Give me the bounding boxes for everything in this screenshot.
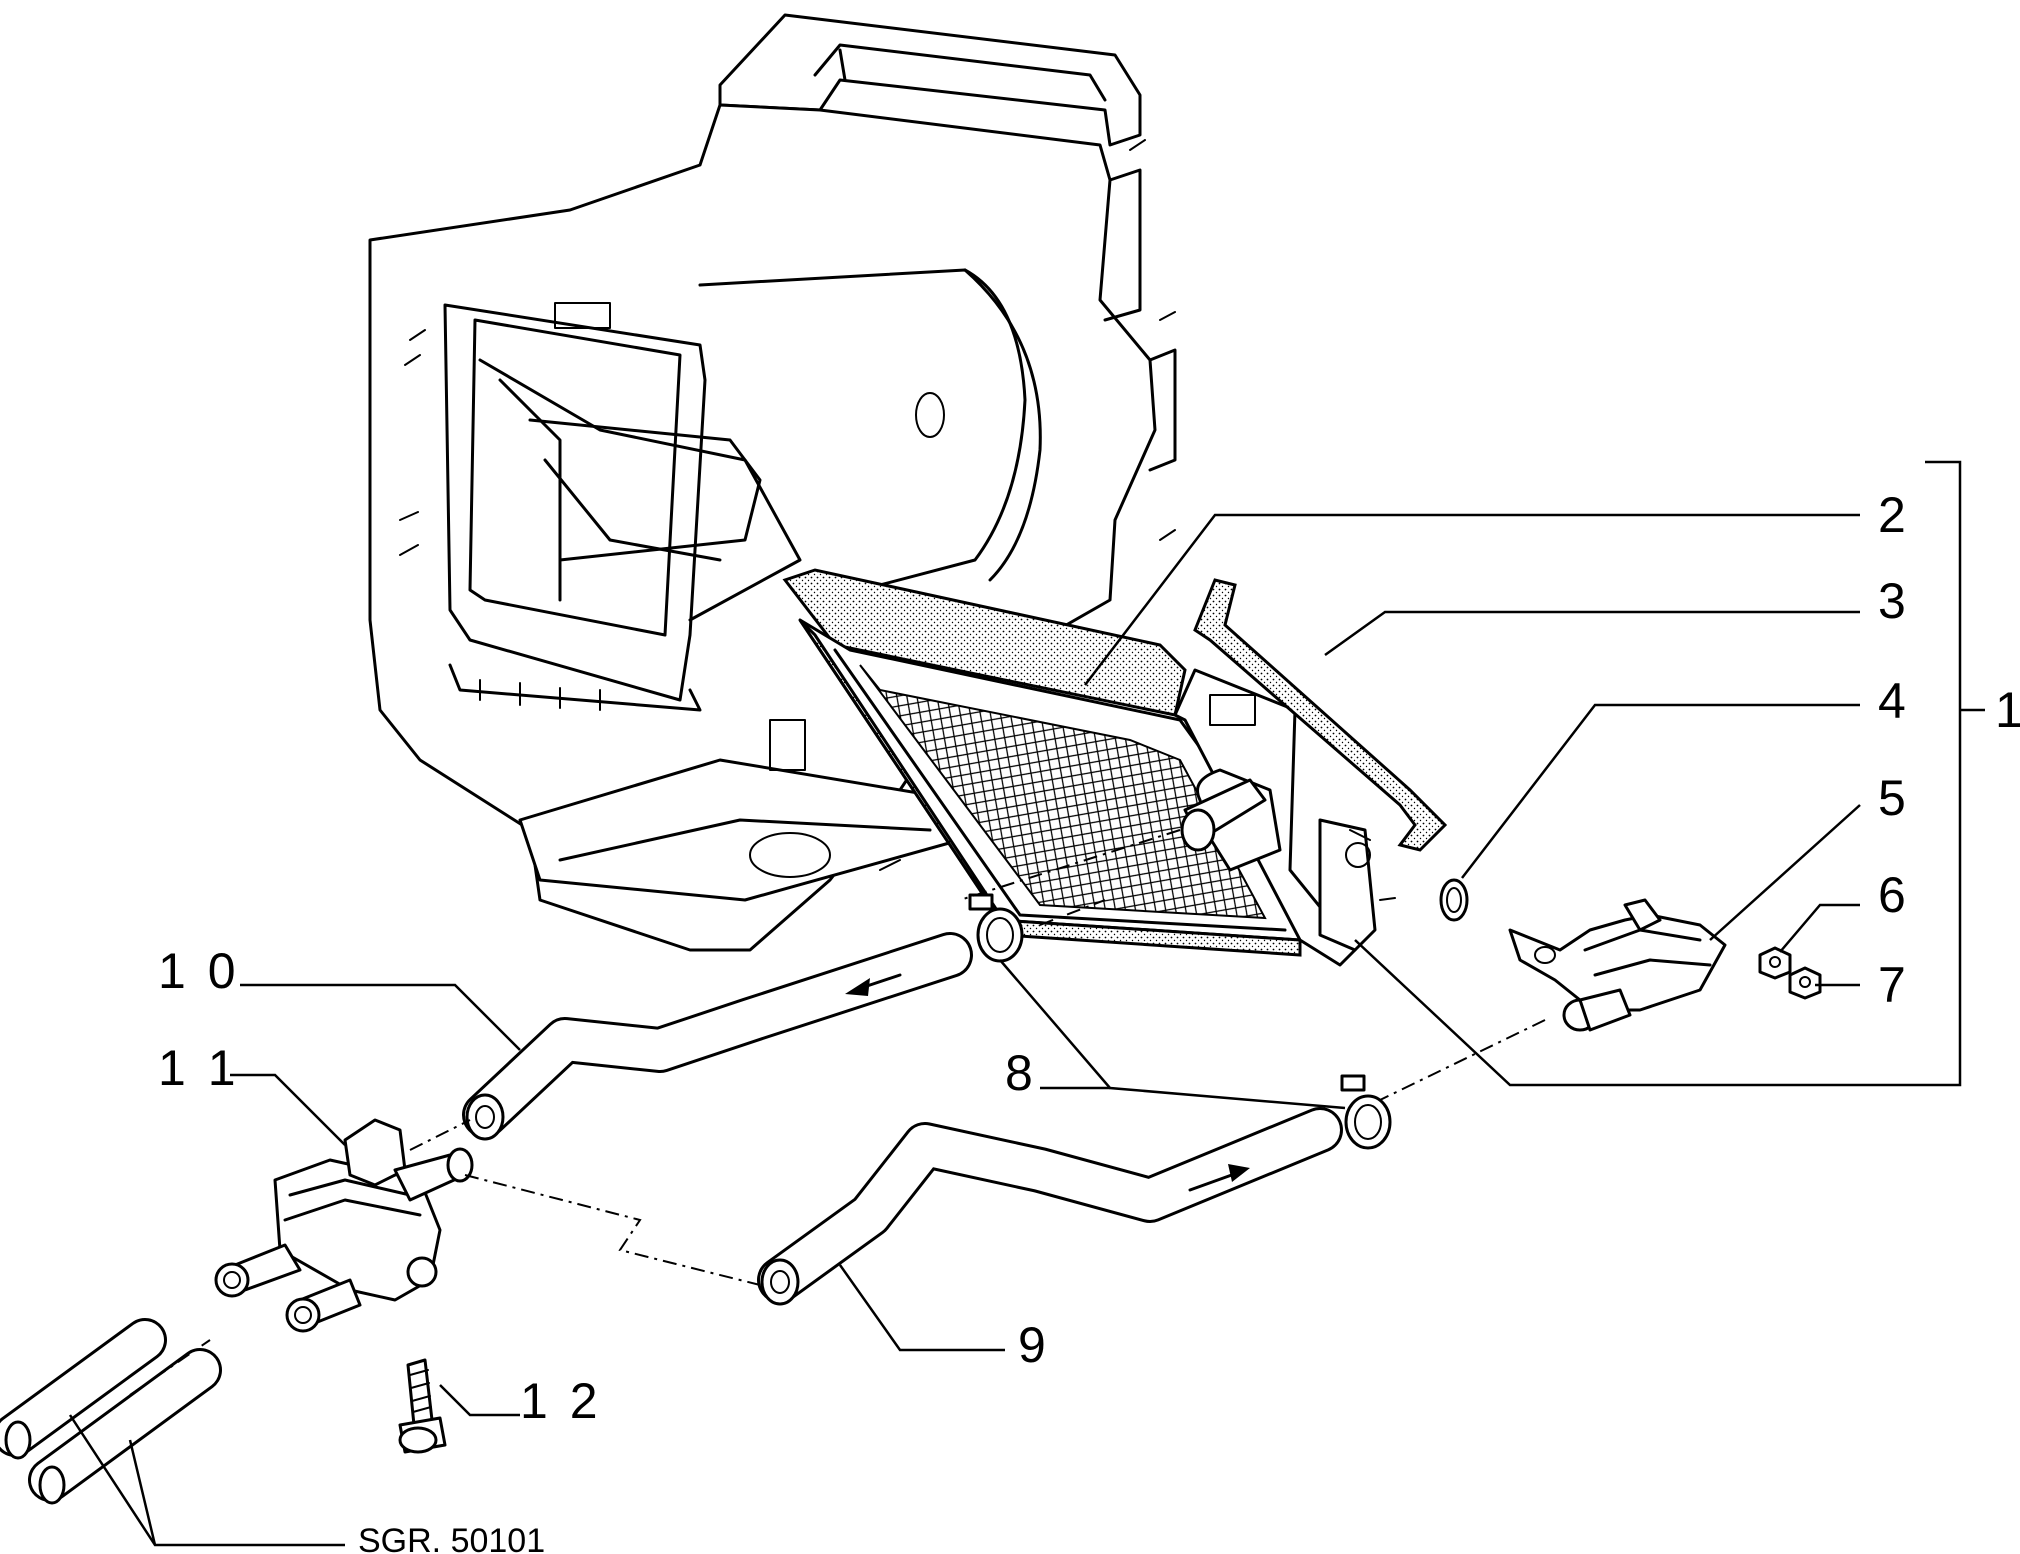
callout-1: 1 bbox=[1995, 682, 2020, 738]
external-hoses bbox=[0, 1318, 222, 1505]
callout-2: 2 bbox=[1878, 487, 1910, 543]
water-valve bbox=[214, 1118, 474, 1333]
callout-7: 7 bbox=[1878, 957, 1910, 1013]
reference-label: SGR. 50101 bbox=[358, 1522, 545, 1554]
screw bbox=[398, 1358, 447, 1454]
callout-3: 3 bbox=[1878, 573, 1910, 629]
nut-6 bbox=[1758, 946, 1792, 980]
heater-housing bbox=[368, 13, 1177, 952]
callout-8: 8 bbox=[1005, 1045, 1037, 1101]
callout-5: 5 bbox=[1878, 770, 1910, 826]
hose-10 bbox=[462, 932, 973, 1141]
callout-6: 6 bbox=[1878, 867, 1910, 923]
pipe-fitting bbox=[1508, 898, 1727, 1032]
hose-9 bbox=[757, 1107, 1343, 1306]
nut-7 bbox=[1788, 966, 1822, 1000]
callout-labels: 1 2 3 4 5 6 7 8 9 1 0 1 1 1 2 SGR. 50101 bbox=[158, 487, 2020, 1554]
callout-9: 9 bbox=[1018, 1317, 1050, 1373]
o-ring bbox=[1439, 878, 1469, 922]
callout-10: 1 0 bbox=[158, 943, 240, 999]
callout-11: 1 1 bbox=[158, 1040, 240, 1096]
assembly-axes bbox=[129, 829, 1546, 1396]
callout-4: 4 bbox=[1878, 673, 1910, 729]
callout-12: 1 2 bbox=[520, 1373, 602, 1429]
leader-lines bbox=[68, 460, 1985, 1547]
hose-clamp-upper bbox=[968, 893, 1024, 963]
seal-gasket bbox=[1193, 578, 1448, 852]
hose-clamp-lower bbox=[1340, 1074, 1392, 1150]
